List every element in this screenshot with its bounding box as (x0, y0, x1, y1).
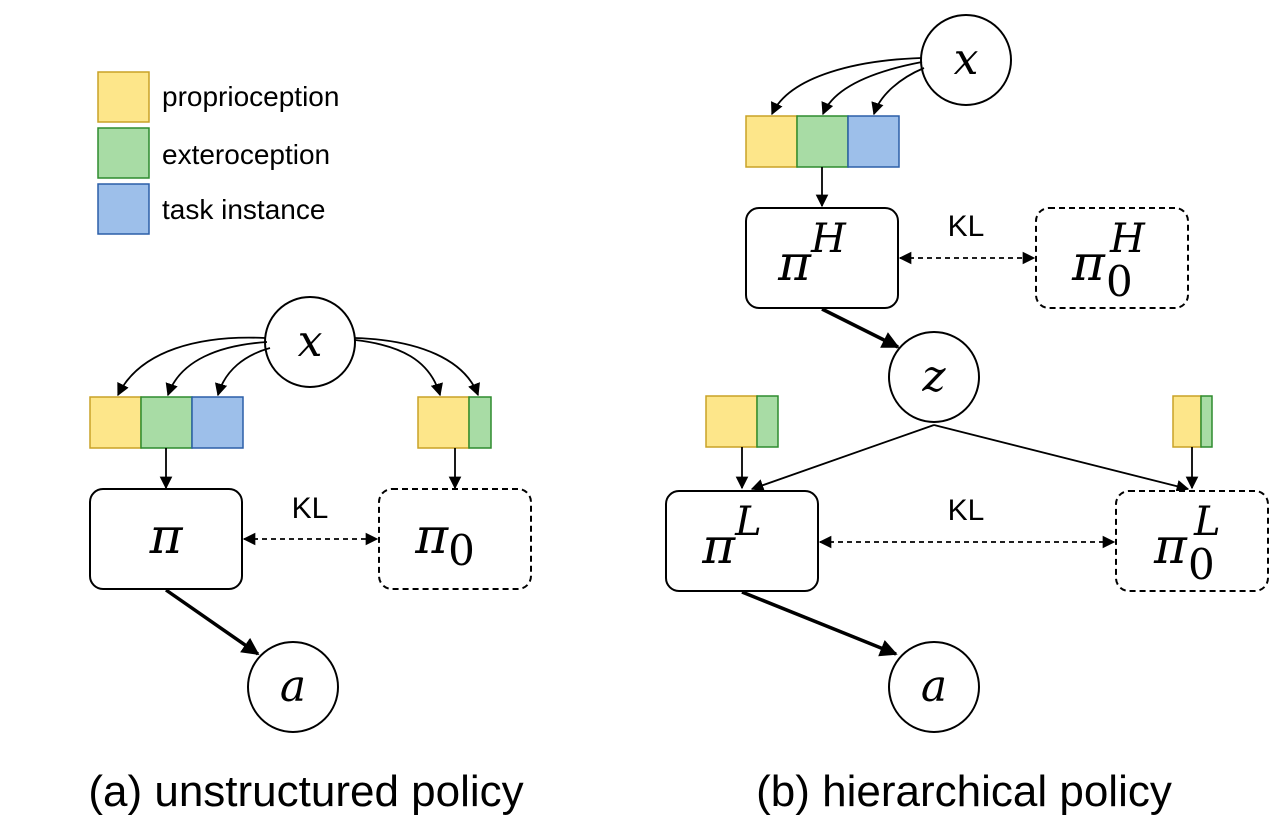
policy-input-exteroception (140, 396, 193, 449)
action-node-a (888, 641, 980, 733)
latent-node-z (888, 331, 980, 423)
action-node-a (247, 641, 339, 733)
prior-input-proprioception (417, 396, 470, 449)
kl-label: KL (292, 492, 329, 525)
edge-x-to-task (214, 347, 271, 397)
low-prior-label: π (1153, 517, 1188, 575)
low-policy-box (665, 490, 819, 592)
action-node-a-label: a (921, 661, 947, 712)
action-node-a-label: a (280, 661, 306, 712)
legend-label-proprioception: proprioception (162, 81, 339, 112)
low-prior-input-exteroception (1200, 395, 1213, 448)
high-prior-label: π (1071, 234, 1106, 292)
edge-z-to-low-policy (750, 424, 935, 492)
observation-node-x-label: x (954, 34, 979, 85)
prior-subscript: 0 (448, 526, 475, 575)
kl-low-label: KL (948, 494, 985, 527)
low-prior-box (1115, 490, 1269, 592)
edge-z-to-low-prior (933, 424, 1190, 493)
prior-input-exteroception (468, 396, 492, 449)
low-prior-input-proprioception (1172, 395, 1202, 448)
edge-x-to-proprioception (117, 336, 266, 397)
high-policy-pi: π (777, 234, 812, 292)
low-input-proprioception (705, 395, 758, 448)
policy-label: π (149, 507, 184, 565)
panel-unstructured: x π π0 KL a (a) unstructured policy (88, 296, 532, 816)
caption-unstructured: (a) unstructured policy (88, 767, 523, 816)
prior-label: π0 (414, 507, 475, 575)
edge-x-to-exteroception (821, 61, 923, 116)
prior-box (378, 488, 532, 590)
high-policy-box (745, 207, 899, 309)
low-policy-pi: π (701, 517, 736, 575)
edge-low-policy-to-action (741, 590, 898, 657)
high-policy-superscript: H (810, 216, 847, 262)
legend-swatch-task-instance (97, 183, 150, 235)
high-prior-pi: π (1071, 234, 1106, 292)
kl-high-label: KL (948, 210, 985, 243)
low-policy-superscript: L (734, 499, 762, 545)
high-prior-subscript: 0 (1106, 257, 1133, 306)
observation-node-x-label: x (298, 316, 323, 367)
high-input-task-instance (847, 115, 900, 168)
legend-label-exteroception: exteroception (162, 139, 330, 170)
high-input-exteroception (796, 115, 849, 168)
edge-policy-to-action (165, 588, 260, 656)
legend-label-task-instance: task instance (162, 194, 325, 225)
policy-input-proprioception (89, 396, 142, 449)
low-prior-pi: π (1153, 517, 1188, 575)
observation-node-x (920, 14, 1012, 106)
high-input-proprioception (745, 115, 798, 168)
low-policy-label: πL (701, 499, 761, 575)
caption-hierarchical: (b) hierarchical policy (756, 767, 1172, 816)
policy-box (89, 488, 243, 590)
high-prior-box (1035, 207, 1189, 309)
policy-input-task-instance (191, 396, 244, 449)
legend-swatch-proprioception (97, 71, 150, 123)
low-prior-subscript: 0 (1188, 540, 1215, 589)
prior-pi: π (414, 507, 449, 565)
legend: proprioception exteroception task instan… (97, 71, 339, 235)
high-policy-label: πH (777, 216, 847, 292)
low-input-exteroception (756, 395, 779, 448)
edge-high-policy-to-z (821, 307, 900, 349)
edge-x-to-exteroception (165, 341, 268, 397)
edge-x-to-prior-proprioception (354, 339, 443, 397)
edge-x-to-prior-exteroception (354, 337, 480, 397)
edge-x-to-task (871, 67, 925, 116)
latent-node-z-label: z (921, 351, 946, 402)
high-prior-superscript: H (1109, 216, 1146, 262)
low-prior-superscript: L (1193, 499, 1221, 545)
edge-x-to-proprioception (771, 57, 922, 116)
legend-swatch-exteroception (97, 127, 150, 179)
panel-hierarchical: x πH π 0 H KL z πL (665, 14, 1269, 816)
